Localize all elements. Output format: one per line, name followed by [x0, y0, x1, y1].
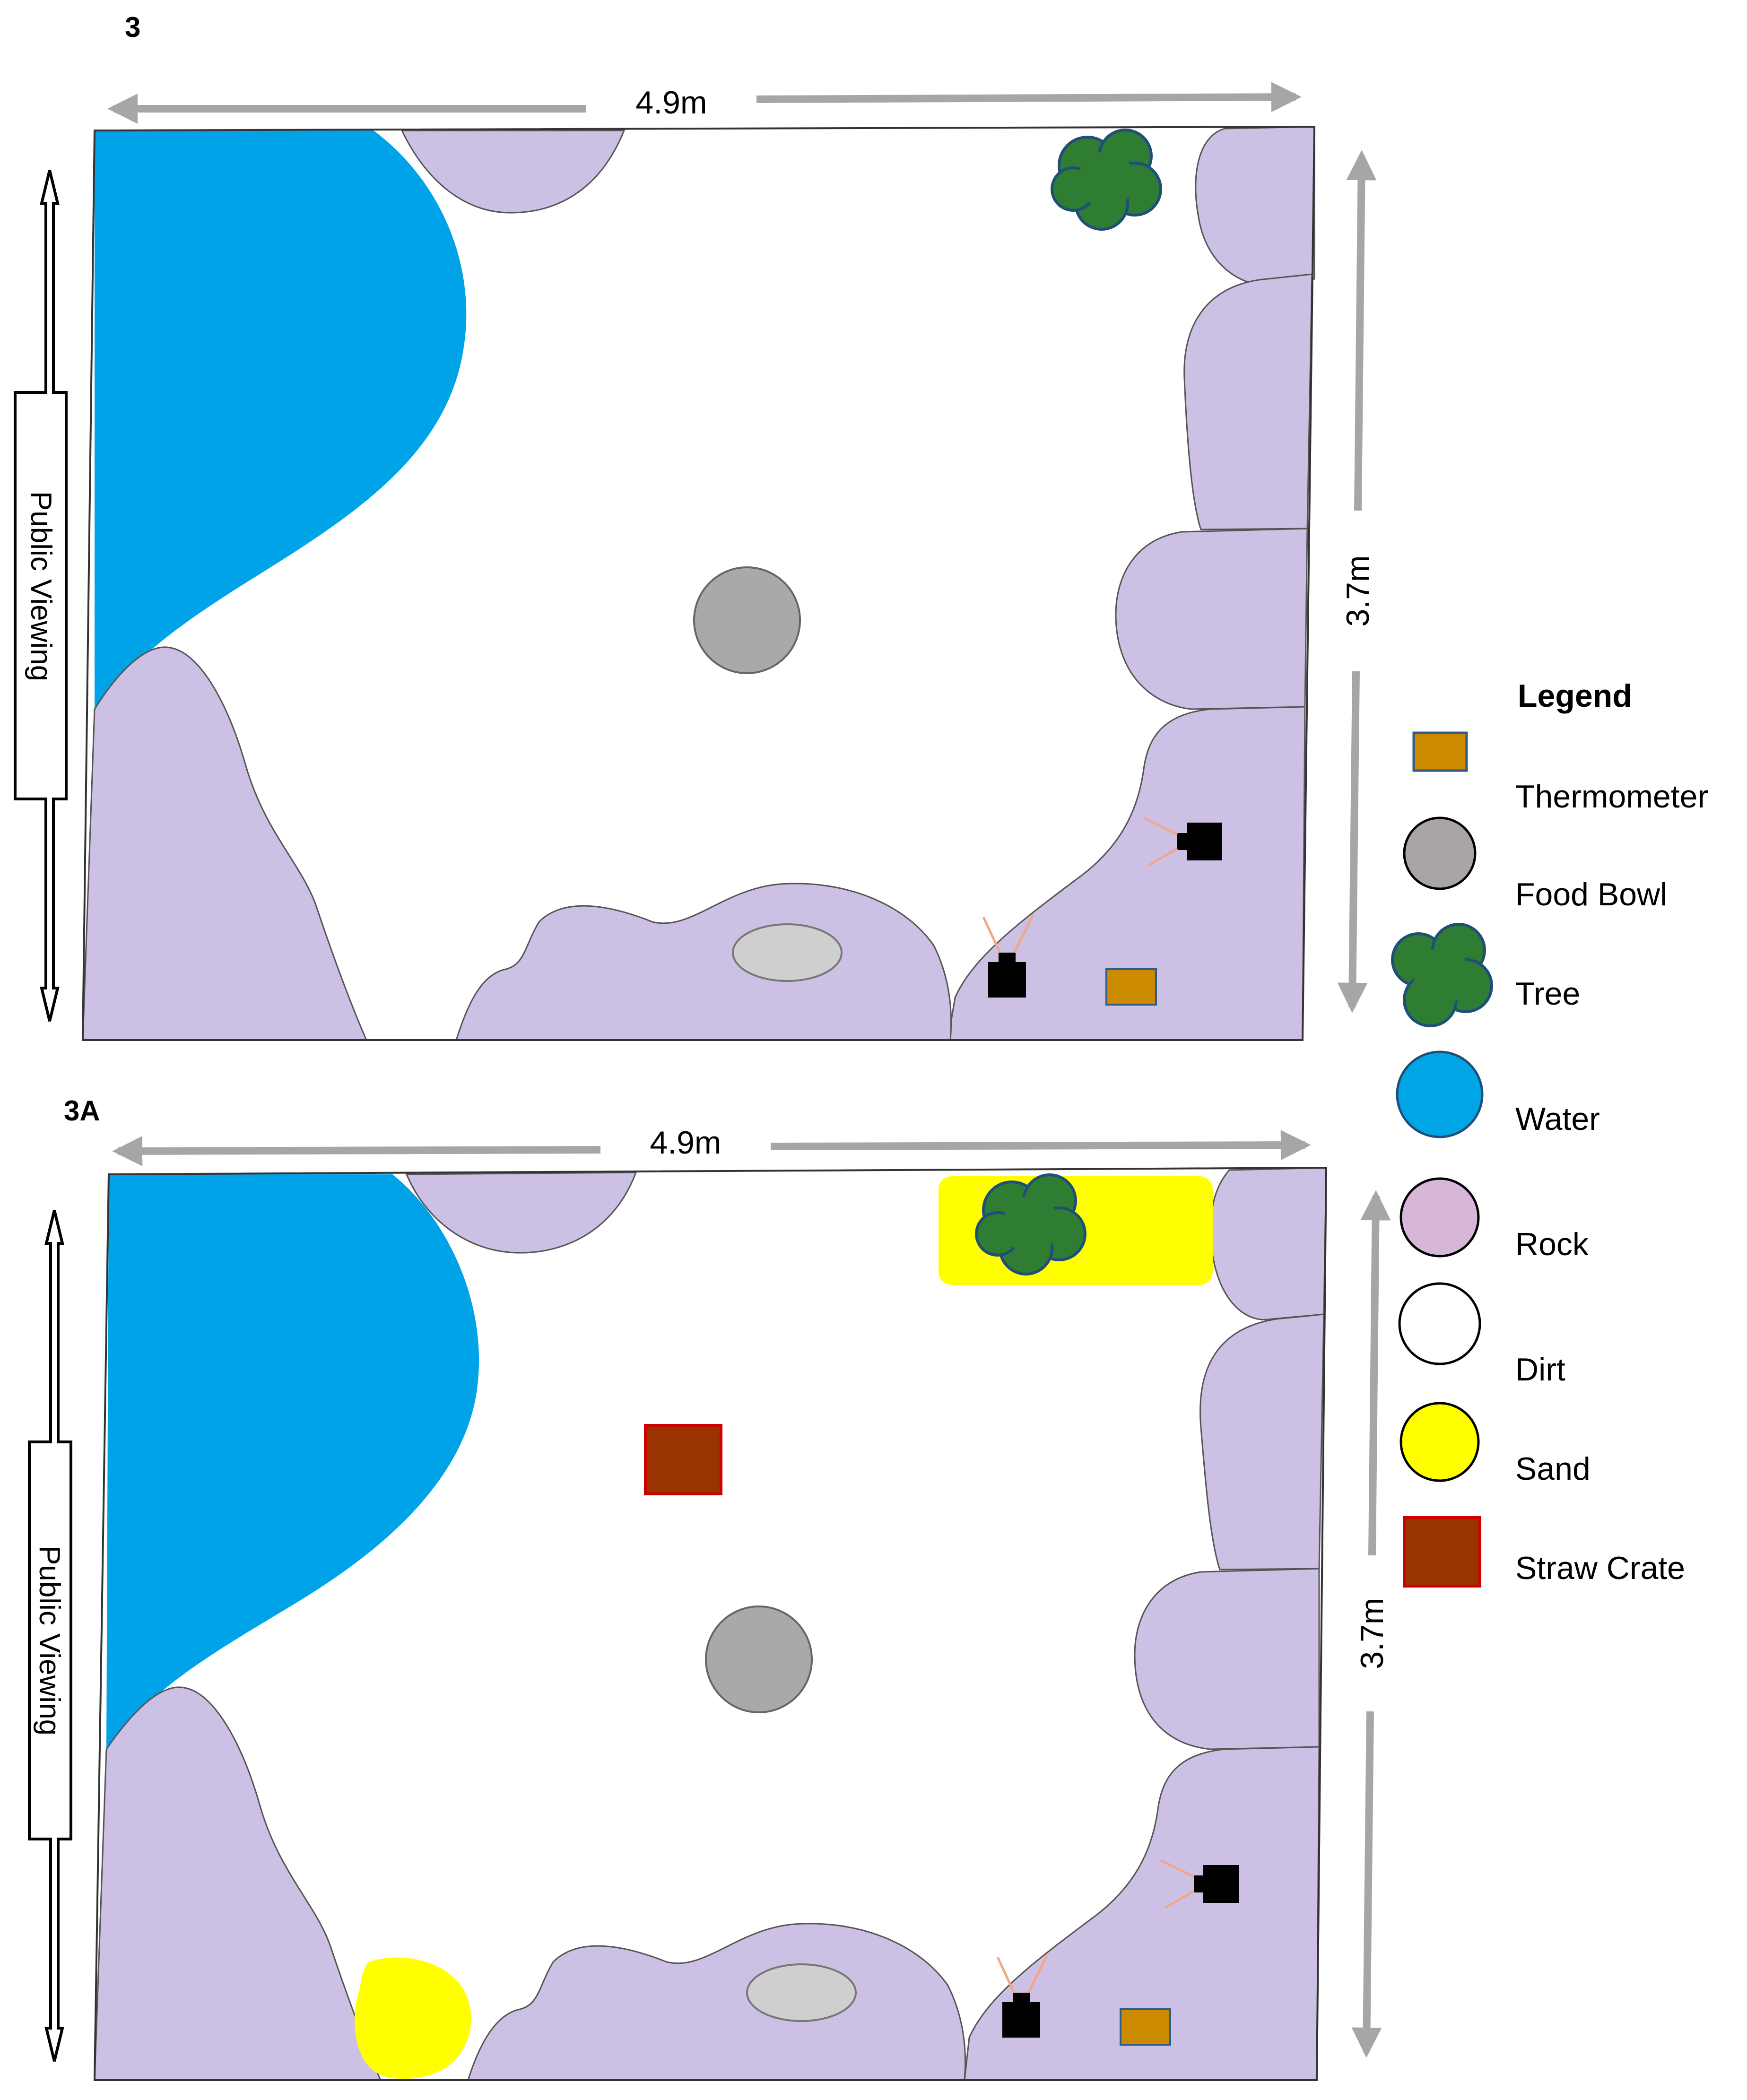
- height-dimension-arrow: 3.7m: [1337, 150, 1377, 1013]
- rock-right-1: [1209, 1167, 1327, 1320]
- panel-3: 3 4.9m: [14, 11, 1377, 1041]
- tree-swatch: [1391, 923, 1493, 1027]
- public-viewing-label: Public Viewing: [25, 491, 57, 681]
- legend-item-straw-crate: Straw Crate: [1403, 1516, 1685, 1588]
- water-swatch: [1396, 1050, 1484, 1138]
- rock-bottom-left: [82, 646, 368, 1041]
- rock-right-3: [1115, 528, 1308, 710]
- thermometer: [1105, 968, 1157, 1006]
- width-label: 4.9m: [650, 1125, 721, 1161]
- legend-label: Thermometer: [1515, 779, 1708, 815]
- rock-right-3: [1134, 1568, 1320, 1750]
- legend: Legend Thermometer Food Bowl Tree Water: [1391, 678, 1708, 1588]
- public-viewing-marker: Public Viewing: [14, 170, 68, 1022]
- tree: [1051, 129, 1162, 231]
- legend-label: Tree: [1515, 976, 1580, 1012]
- legend-item-rock: Rock: [1399, 1177, 1589, 1262]
- water-dish: [746, 1963, 857, 2022]
- camera-right: [1143, 816, 1222, 867]
- enclosure: [81, 125, 1316, 1041]
- water-area: [106, 1174, 479, 1749]
- panel-label: 3A: [64, 1095, 100, 1127]
- width-dimension-arrow: 4.9m: [107, 82, 1302, 124]
- rock-top: [400, 130, 626, 214]
- camera-right: [1160, 1859, 1239, 1909]
- rock-bottom-left: [94, 1686, 382, 2081]
- rock-right-1: [1195, 126, 1315, 287]
- panel-label: 3: [125, 11, 140, 43]
- legend-item-water: Water: [1396, 1050, 1600, 1138]
- height-label: 3.7m: [1354, 1597, 1390, 1669]
- legend-label: Food Bowl: [1515, 876, 1667, 912]
- enclosure: [93, 1166, 1328, 2081]
- water-area: [95, 130, 467, 709]
- panel-3a: 3A 4.9m: [28, 1095, 1391, 2081]
- legend-item-food-bowl: Food Bowl: [1403, 816, 1667, 912]
- legend-item-dirt: Dirt: [1398, 1282, 1565, 1388]
- rock-bottom-middle: [467, 1923, 966, 2081]
- height-label: 3.7m: [1340, 555, 1376, 626]
- food-bowl-swatch: [1403, 816, 1477, 890]
- food-bowl: [693, 566, 801, 674]
- public-viewing-label: Public Viewing: [33, 1545, 66, 1736]
- tree: [975, 1173, 1086, 1276]
- food-bowl: [705, 1605, 813, 1713]
- public-viewing-marker: Public Viewing: [28, 1210, 72, 2062]
- rock-top: [405, 1171, 637, 1254]
- straw-crate-swatch: [1403, 1516, 1481, 1588]
- rock-right-2: [1199, 1313, 1325, 1571]
- dirt-swatch: [1398, 1282, 1481, 1365]
- enclosure-border: [93, 1166, 1328, 2081]
- water-dish: [732, 923, 843, 982]
- rock-right-2: [1183, 273, 1313, 530]
- legend-label: Sand: [1515, 1451, 1591, 1487]
- legend-label: Straw Crate: [1515, 1550, 1685, 1586]
- camera-bottom: [996, 1954, 1049, 2038]
- width-dimension-arrow: 4.9m: [112, 1125, 1311, 1166]
- legend-item-sand: Sand: [1399, 1402, 1591, 1487]
- legend-label: Water: [1515, 1101, 1600, 1137]
- camera-bottom: [982, 914, 1034, 998]
- legend-item-tree: Tree: [1391, 923, 1580, 1027]
- thermometer-swatch: [1412, 731, 1468, 772]
- sand-patch-bottom: [355, 1957, 471, 2079]
- thermometer: [1120, 2008, 1171, 2046]
- legend-label: Dirt: [1515, 1352, 1565, 1388]
- rock-bottom-right: [947, 706, 1306, 1041]
- legend-item-thermometer: Thermometer: [1412, 731, 1708, 815]
- enclosure-border: [81, 125, 1316, 1041]
- rock-bottom-middle: [455, 883, 952, 1041]
- rock-bottom-right: [964, 1746, 1320, 2081]
- sand-swatch: [1399, 1402, 1480, 1482]
- width-label: 4.9m: [635, 85, 707, 121]
- height-dimension-arrow: 3.7m: [1351, 1190, 1391, 2058]
- rock-swatch: [1399, 1177, 1480, 1258]
- straw-crate: [644, 1424, 722, 1495]
- legend-title: Legend: [1518, 678, 1632, 714]
- legend-label: Rock: [1515, 1226, 1589, 1262]
